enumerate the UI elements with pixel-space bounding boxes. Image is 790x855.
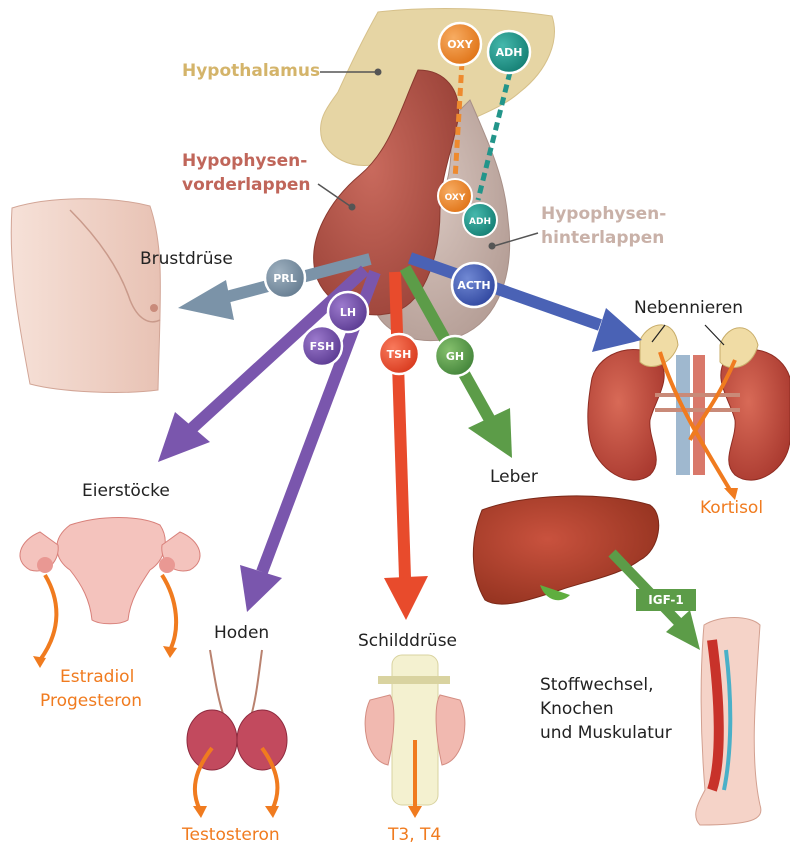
adh-badge-top: ADH	[488, 31, 530, 73]
acth-label: ACTH	[457, 279, 490, 292]
oxy-badge-top: OXY	[439, 23, 481, 65]
oxy-label-bottom: OXY	[445, 193, 466, 203]
igf1-label: IGF-1	[648, 593, 683, 607]
oxy-label-top: OXY	[447, 38, 473, 51]
testes-illustration	[187, 650, 287, 770]
kidney-adrenal-illustration	[588, 325, 790, 480]
stoffwechsel-label-line1: Stoffwechsel,	[540, 676, 654, 696]
stoffwechsel-label-line2: Knochen	[540, 700, 614, 720]
acth-badge: ACTH	[452, 263, 496, 307]
adh-label-top: ADH	[496, 46, 523, 59]
stoffwechsel-label-line3: und Muskulatur	[540, 724, 672, 744]
hinterlappen-label-line1: Hypophysen-	[541, 205, 666, 225]
leg-illustration	[696, 618, 761, 826]
brustdruese-label: Brustdrüse	[140, 250, 233, 270]
prl-label: PRL	[273, 272, 297, 285]
schilddruese-label: Schilddrüse	[358, 632, 457, 652]
estradiol-label: Estradiol	[60, 668, 134, 688]
vorderlappen-label-line2: vorderlappen	[182, 176, 311, 196]
lh-badge: LH	[328, 292, 368, 332]
fsh-badge: FSH	[302, 326, 342, 366]
breast-illustration	[11, 199, 160, 393]
tsh-badge: TSH	[379, 334, 419, 374]
adh-badge-bottom: ADH	[463, 203, 497, 237]
adh-label-bottom: ADH	[469, 217, 491, 227]
vorderlappen-label-line1: Hypophysen-	[182, 152, 307, 172]
lh-label: LH	[340, 306, 356, 319]
tsh-label: TSH	[387, 348, 412, 361]
prl-badge: PRL	[265, 258, 305, 298]
liver-illustration	[473, 496, 658, 604]
progesteron-label: Progesteron	[40, 692, 142, 712]
hoden-label: Hoden	[214, 624, 269, 644]
leber-label: Leber	[490, 468, 538, 488]
gh-badge: GH	[435, 336, 475, 376]
gh-label: GH	[446, 350, 464, 363]
eierstoecke-label: Eierstöcke	[82, 482, 170, 502]
igf1-badge: IGF-1	[636, 589, 696, 611]
fsh-label: FSH	[310, 340, 335, 353]
hinterlappen-label-line2: hinterlappen	[541, 229, 664, 249]
hypothalamus-label: Hypothalamus	[182, 62, 320, 82]
t3t4-label: T3, T4	[388, 826, 441, 846]
kortisol-label: Kortisol	[700, 499, 763, 519]
nebennieren-label: Nebennieren	[634, 299, 743, 319]
testosteron-label: Testosteron	[182, 826, 280, 846]
